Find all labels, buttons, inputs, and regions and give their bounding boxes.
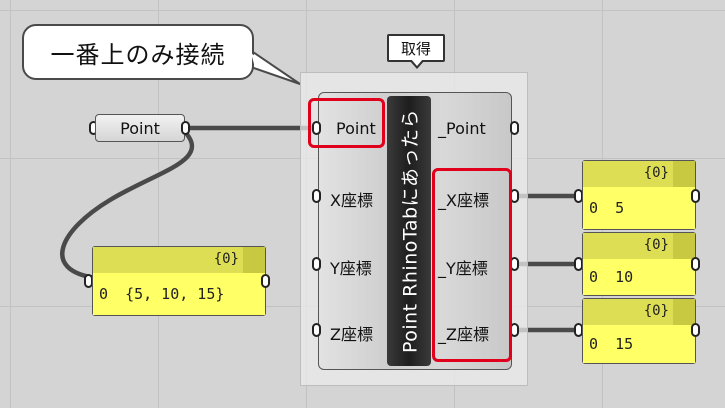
input-y[interactable]: Y座標	[330, 259, 372, 278]
point-param-output-grip[interactable]	[181, 121, 190, 135]
output-panel-2-index: 0	[589, 335, 599, 353]
component-title-bar[interactable]	[387, 96, 431, 366]
output-panel-0-header-shade	[673, 161, 695, 187]
output-panel-0-grip-right[interactable]	[691, 189, 700, 203]
output-panel-1-grip-right[interactable]	[691, 257, 700, 271]
input-panel-path: {0}	[213, 251, 239, 267]
output-panel-2-row: 0 15	[589, 335, 633, 353]
output-panel-2-body: 0 15	[583, 325, 695, 363]
output-panel-1-path: {0}	[643, 237, 669, 253]
input-panel-row: 0 {5, 10, 15}	[99, 285, 224, 303]
output-panel-2-grip-right[interactable]	[691, 323, 700, 337]
output-panel-2-path: {0}	[643, 303, 669, 319]
input-z[interactable]: Z座標	[330, 325, 373, 344]
input-panel-header: {0}	[93, 247, 265, 274]
component-title: Point RhinoTabにあったら	[399, 108, 422, 354]
output-panel-1-row: 0 10	[589, 268, 633, 286]
output-panel-1-value: 10	[615, 268, 634, 286]
output-panel-1-index: 0	[589, 268, 599, 286]
input-panel-header-shade	[243, 247, 265, 273]
output-panel-2-header: {0}	[583, 299, 695, 326]
output-panel-1[interactable]: {0} 0 10	[582, 232, 696, 296]
point-param-node[interactable]: Point	[95, 114, 185, 142]
input-grip-z[interactable]	[312, 323, 321, 337]
input-panel[interactable]: {0} 0 {5, 10, 15}	[92, 246, 266, 316]
output-point[interactable]: _Point	[438, 119, 486, 138]
output-panel-1-header: {0}	[583, 233, 695, 260]
highlight-point-input	[308, 98, 385, 148]
input-point[interactable]: Point	[336, 119, 376, 138]
group-tag[interactable]: 取得	[387, 34, 445, 62]
input-panel-body: 0 {5, 10, 15}	[93, 273, 265, 315]
output-z[interactable]: _Z座標	[438, 325, 489, 344]
output-panel-0-path: {0}	[643, 165, 669, 181]
input-panel-grip-right[interactable]	[261, 274, 270, 288]
output-panel-2[interactable]: {0} 0 15	[582, 298, 696, 364]
input-grip-point[interactable]	[312, 121, 321, 135]
tag-arrow-inner	[411, 59, 423, 66]
output-panel-0-body: 0 5	[583, 187, 695, 229]
output-panel-0[interactable]: {0} 0 5	[582, 160, 696, 230]
input-x[interactable]: X座標	[330, 191, 373, 210]
output-panel-0-row: 0 5	[589, 199, 624, 217]
output-panel-0-index: 0	[589, 199, 599, 217]
input-grip-y[interactable]	[312, 257, 321, 271]
output-panel-1-body: 0 10	[583, 259, 695, 295]
output-x[interactable]: _X座標	[438, 191, 489, 210]
input-panel-index: 0	[99, 285, 109, 303]
output-panel-1-header-shade	[673, 233, 695, 259]
input-grip-x[interactable]	[312, 189, 321, 203]
input-panel-value: {5, 10, 15}	[125, 285, 225, 303]
callout-bubble: 一番上のみ接続	[22, 24, 254, 80]
output-panel-2-header-shade	[673, 299, 695, 325]
output-panel-2-value: 15	[615, 335, 634, 353]
callout-text: 一番上のみ接続	[50, 40, 226, 69]
wire-panel-to-point[interactable]	[60, 126, 195, 281]
point-param-label: Point	[120, 118, 160, 138]
group-tag-label: 取得	[400, 39, 431, 58]
highlight-xyz-outputs	[432, 168, 512, 362]
output-grip-point[interactable]	[510, 121, 519, 135]
output-y[interactable]: _Y座標	[438, 259, 488, 278]
output-panel-0-header: {0}	[583, 161, 695, 188]
output-panel-0-value: 5	[615, 199, 625, 217]
